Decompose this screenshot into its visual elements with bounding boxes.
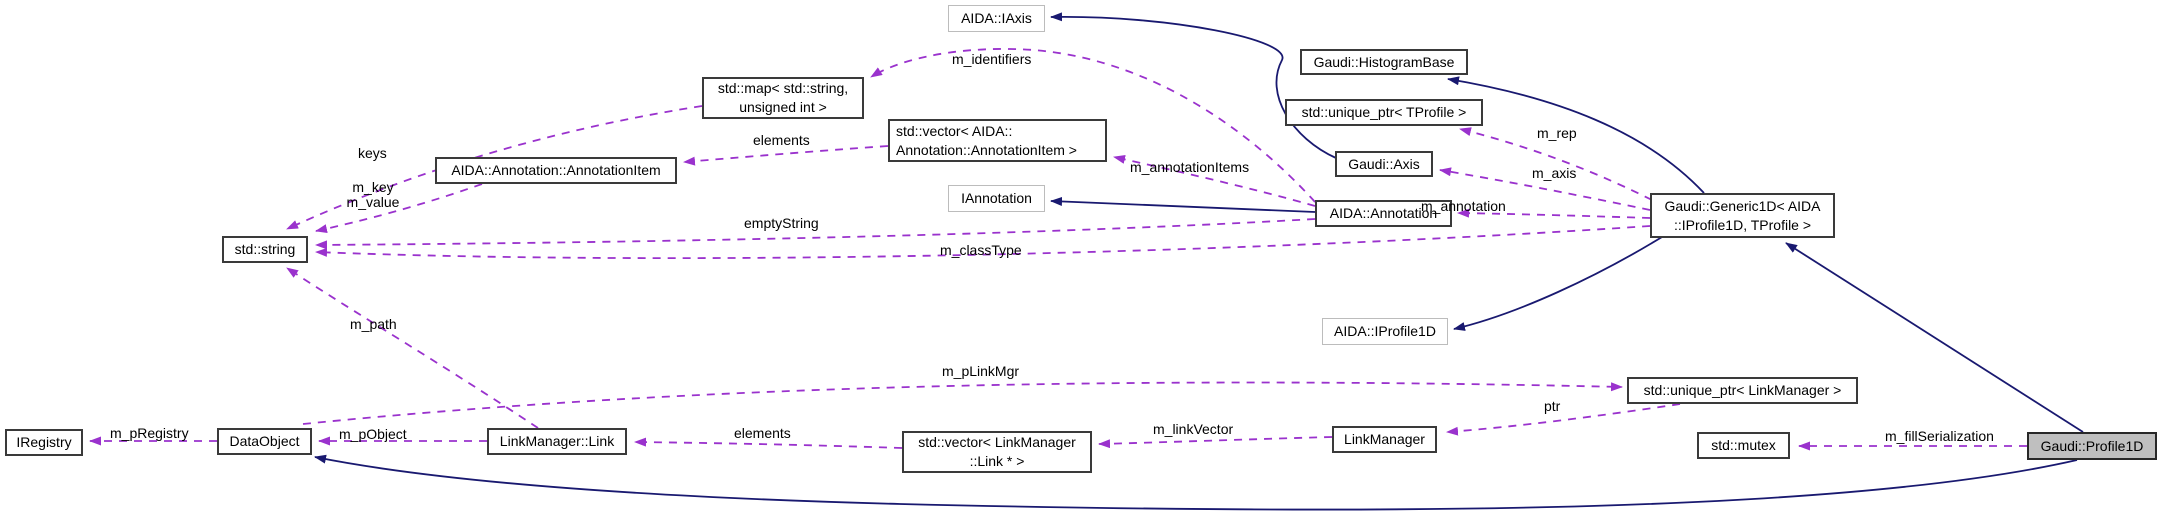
node-std-unique-ptr-tprofile[interactable]: std::unique_ptr< TProfile > [1285,99,1483,126]
node-aida-annotation-annotationitem[interactable]: AIDA::Annotation::AnnotationItem [435,157,677,184]
edge-usage-m-classtype [315,225,1651,260]
edge-inheritance-gaudi-axis-to-aida-iaxis [1050,12,1337,159]
edge-usage-m-rep [1459,127,1653,201]
node-gaudi-generic1d[interactable]: Gaudi::Generic1D< AIDA ::IProfile1D, TPr… [1650,193,1835,238]
node-dataobject[interactable]: DataObject [217,428,312,455]
node-std-mutex[interactable]: std::mutex [1697,432,1790,459]
edge-label-m-identifiers: m_identifiers [952,51,1032,67]
edge-label-elements-bottom: elements [734,425,791,441]
edge-usage-m-axis [1439,167,1651,211]
edge-usage-m-path [286,267,539,429]
edge-label-m-rep: m_rep [1537,125,1577,141]
node-gaudi-histogrambase[interactable]: Gaudi::HistogramBase [1300,49,1468,75]
edge-usage-emptystring [315,218,1316,250]
edge-usage-m-identifiers [870,48,1316,203]
node-aida-iaxis: AIDA::IAxis [948,5,1045,32]
edge-label-m-pregistry: m_pRegistry [110,425,189,441]
edge-label-m-pobject: m_pObject [339,426,407,442]
edge-usage-m-annotation [1457,208,1651,219]
edge-label-m-annotationitems: m_annotationItems [1130,159,1250,175]
edge-usage-m-key-m-value [315,183,483,234]
edge-label-ptr: ptr [1544,398,1561,414]
node-std-string[interactable]: std::string [222,236,308,263]
node-std-map-string-uint[interactable]: std::map< std::string, unsigned int > [702,77,864,119]
node-iregistry[interactable]: IRegistry [5,429,83,456]
edge-usage-ptr [1446,403,1681,436]
edge-label-m-fillserialization: m_fillSerialization [1885,428,1994,444]
edge-label-m-classtype: m_classType [940,242,1022,258]
node-aida-annotation[interactable]: AIDA::Annotation [1315,200,1452,227]
node-gaudi-axis[interactable]: Gaudi::Axis [1335,151,1433,177]
node-std-vector-annotationitem[interactable]: std::vector< AIDA:: Annotation::Annotati… [888,119,1107,162]
edge-label-m-path: m_path [350,316,397,332]
edge-label-m-axis: m_axis [1532,165,1577,181]
edge-inheritance-aida-annotation-to-iannotation [1050,196,1316,213]
edge-inheritance-generic1d-to-aida-iprofile1d [1453,236,1663,331]
edge-inheritance-profile1d-to-dataobject [314,454,2078,511]
edge-label-emptystring: emptyString [744,215,819,231]
node-iannotation: IAnnotation [948,185,1045,212]
edge-label-m-key-m-value: m_key m_value [346,179,400,210]
node-linkmanager[interactable]: LinkManager [1332,426,1437,453]
edge-usage-m-annotationitems [1113,155,1316,207]
node-linkmanager-link[interactable]: LinkManager::Link [487,428,627,455]
node-gaudi-profile1d: Gaudi::Profile1D [2027,432,2157,460]
edge-usage-keys [286,105,703,230]
node-aida-iprofile1d: AIDA::IProfile1D [1322,318,1448,345]
edge-usage-m-linkvector [1098,436,1333,449]
edge-label-m-linkvector: m_linkVector [1153,421,1234,437]
node-std-vector-linkmanager-link[interactable]: std::vector< LinkManager ::Link * > [902,431,1092,473]
edge-label-keys: keys [358,145,387,161]
edge-inheritance-profile1d-to-generic1d [1785,242,2084,433]
edge-usage-m-plinkmgr [302,381,1623,425]
edge-usage-elements-link [634,437,903,449]
edge-usage-elements-annotationitem [683,145,889,166]
edge-label-m-plinkmgr: m_pLinkMgr [942,363,1020,379]
edge-label-m-annotation: m_annotation [1421,198,1506,214]
edge-inheritance-generic1d-to-histogrambase [1447,76,1705,194]
edge-label-elements-top: elements [753,132,810,148]
node-std-unique-ptr-linkmanager[interactable]: std::unique_ptr< LinkManager > [1627,377,1858,404]
